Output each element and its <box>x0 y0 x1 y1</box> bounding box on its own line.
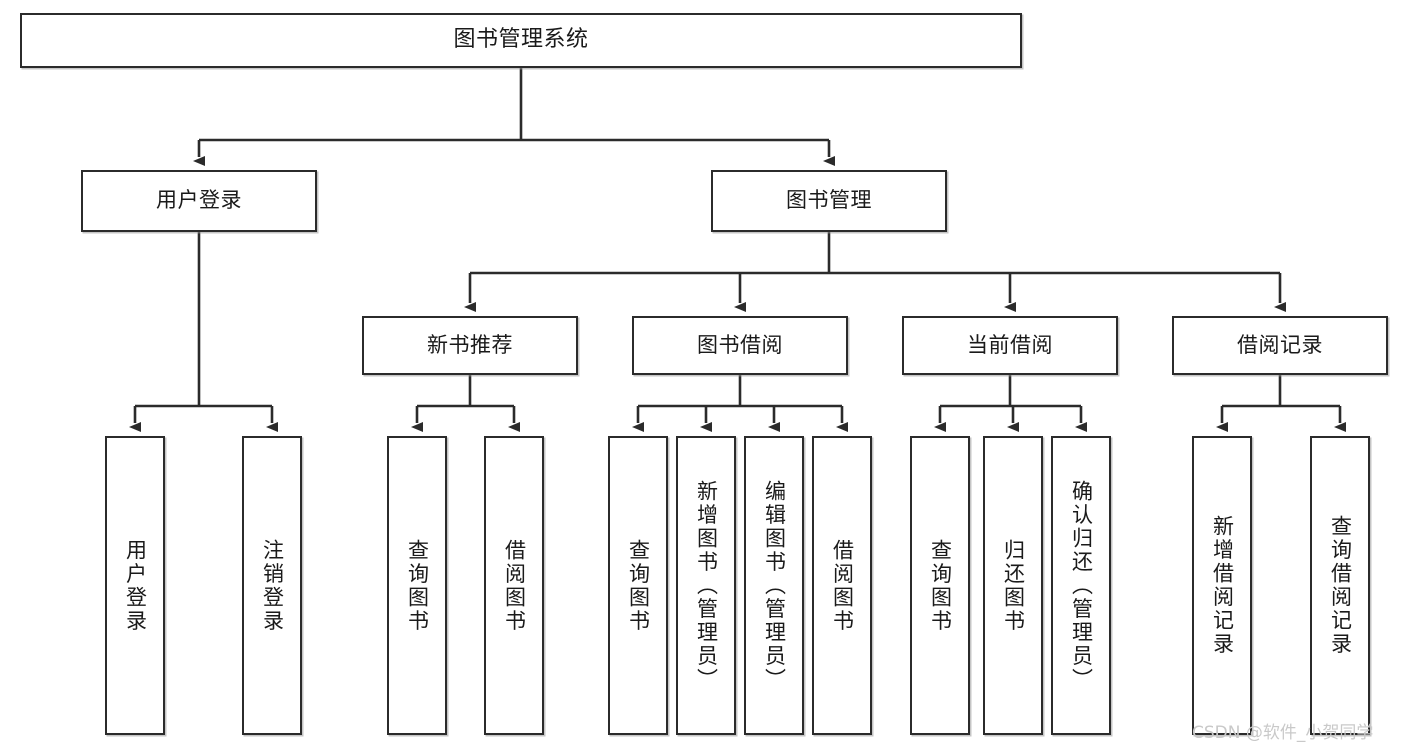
node-label: 查询图书 <box>405 538 430 633</box>
leaf-add-book-admin[interactable]: 新增图书（管理员） <box>676 436 736 735</box>
node-label: 图书借阅 <box>697 332 783 357</box>
node-label: 查询图书 <box>626 538 651 633</box>
node-label: 新增图书（管理员） <box>694 479 719 692</box>
leaf-query-borrow-record[interactable]: 查询借阅记录 <box>1310 436 1370 735</box>
leaf-confirm-return-admin[interactable]: 确认归还（管理员） <box>1051 436 1111 735</box>
node-new-book-recommend[interactable]: 新书推荐 <box>362 316 578 375</box>
node-label: 新增借阅记录 <box>1210 515 1235 656</box>
watermark-csdn: CSDN @软件_小贺同学 <box>1192 723 1374 743</box>
leaf-query-book-current[interactable]: 查询图书 <box>910 436 970 735</box>
node-label: 图书管理 <box>786 188 872 213</box>
leaf-user-login[interactable]: 用户登录 <box>105 436 165 735</box>
node-label: 用户登录 <box>123 538 148 633</box>
node-book-management[interactable]: 图书管理 <box>711 170 947 232</box>
node-borrow-record[interactable]: 借阅记录 <box>1172 316 1388 375</box>
leaf-query-book-borrow[interactable]: 查询图书 <box>608 436 668 735</box>
node-label: 编辑图书（管理员） <box>762 479 787 692</box>
node-label: 确认归还（管理员） <box>1069 479 1094 692</box>
node-label: 查询借阅记录 <box>1328 515 1353 656</box>
node-label: 图书管理系统 <box>453 27 589 53</box>
node-label: 借阅图书 <box>502 538 527 633</box>
node-root-book-management-system[interactable]: 图书管理系统 <box>20 13 1022 68</box>
node-label: 注销登录 <box>260 538 285 633</box>
node-label: 归还图书 <box>1001 538 1026 633</box>
node-label: 借阅图书 <box>830 538 855 633</box>
leaf-edit-book-admin[interactable]: 编辑图书（管理员） <box>744 436 804 735</box>
node-label: 查询图书 <box>928 538 953 633</box>
node-label: 新书推荐 <box>427 332 513 357</box>
node-label: 借阅记录 <box>1237 332 1323 357</box>
leaf-query-book-recommend[interactable]: 查询图书 <box>387 436 447 735</box>
node-book-borrow[interactable]: 图书借阅 <box>632 316 848 375</box>
leaf-logout-login[interactable]: 注销登录 <box>242 436 302 735</box>
connector-lines <box>129 68 1346 432</box>
leaf-return-book[interactable]: 归还图书 <box>983 436 1043 735</box>
leaf-borrow-book[interactable]: 借阅图书 <box>812 436 872 735</box>
leaf-add-borrow-record[interactable]: 新增借阅记录 <box>1192 436 1252 735</box>
leaf-borrow-book-recommend[interactable]: 借阅图书 <box>484 436 544 735</box>
node-user-login[interactable]: 用户登录 <box>81 170 317 232</box>
node-label: 当前借阅 <box>967 332 1053 357</box>
node-current-borrow[interactable]: 当前借阅 <box>902 316 1118 375</box>
node-label: 用户登录 <box>156 188 242 213</box>
